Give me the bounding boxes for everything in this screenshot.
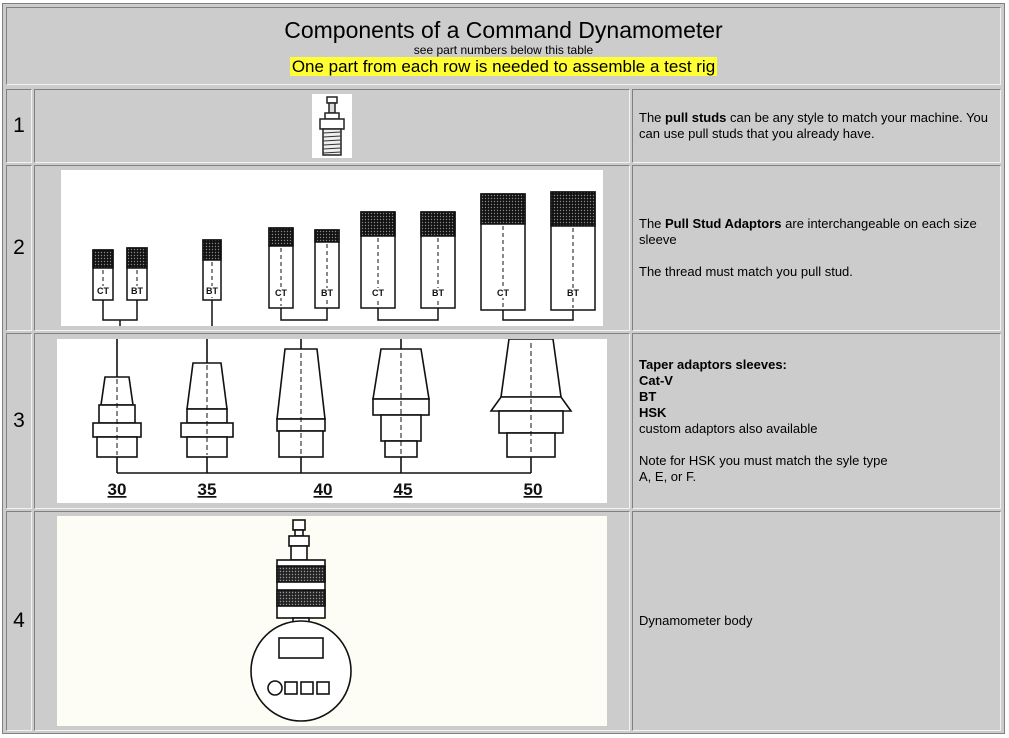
adaptor-label: BT [206, 286, 218, 296]
desc-text: The [639, 110, 666, 125]
row-number-text: 1 [13, 114, 25, 137]
image-cell: CT BT BT CT BT CT BT CT BT [34, 165, 630, 331]
taper-size-label: 30 [108, 480, 127, 499]
taper-size-label: 50 [524, 480, 543, 499]
desc-text: The thread must match you pull stud. [639, 264, 853, 279]
adaptor-label: BT [131, 286, 143, 296]
desc-bold: Pull Stud Adaptors [665, 216, 782, 231]
adaptor-label: CT [97, 286, 109, 296]
highlight-note: One part from each row is needed to asse… [289, 57, 718, 76]
description-cell: The Pull Stud Adaptors are interchangeab… [632, 165, 1001, 331]
desc-text: custom adaptors also available [639, 421, 818, 436]
description-cell: Dynamometer body [632, 511, 1001, 731]
table-header: Components of a Command Dynamometer see … [6, 7, 1001, 85]
adaptor-label: CT [275, 288, 287, 298]
row-number: 4 [6, 511, 32, 731]
dynamometer-body-image [57, 516, 607, 726]
taper-sleeves-image: 30 35 40 45 50 [57, 339, 607, 503]
row-number: 2 [6, 165, 32, 331]
desc-bold: HSK [639, 405, 667, 420]
desc-bold: Taper adaptors sleeves: [639, 357, 787, 372]
row-number-text: 2 [13, 236, 25, 259]
desc-text: are interchangeable on each size sleeve [639, 216, 977, 247]
taper-size-label: 40 [314, 480, 333, 499]
adaptor-label: BT [321, 288, 333, 298]
taper-size-label: 35 [198, 480, 217, 499]
image-cell: 30 35 40 45 50 [34, 333, 630, 509]
row-number-text: 4 [13, 609, 25, 632]
adaptor-label: CT [372, 288, 384, 298]
desc-text: Dynamometer body [639, 613, 753, 628]
description-cell: The pull studs can be any style to match… [632, 89, 1001, 163]
desc-text: Note for HSK you must match the syle typ… [639, 453, 888, 484]
page-title: Components of a Command Dynamometer [284, 17, 723, 43]
components-table: Components of a Command Dynamometer see … [2, 3, 1005, 734]
row-number: 1 [6, 89, 32, 163]
image-cell [34, 89, 630, 163]
subtitle: see part numbers below this table [413, 43, 594, 57]
desc-bold: BT [639, 389, 657, 404]
desc-text: can be any style to match your machine. … [639, 110, 989, 141]
pull-stud-image [312, 94, 352, 158]
adaptor-label: CT [497, 288, 509, 298]
desc-bold: Cat-V [639, 373, 673, 388]
desc-text: The [639, 216, 666, 231]
row-number: 3 [6, 333, 32, 509]
desc-bold: pull studs [665, 110, 727, 125]
description-cell: Taper adaptors sleeves: Cat-V BT HSK cus… [632, 333, 1001, 509]
adaptor-label: BT [567, 288, 579, 298]
row-number-text: 3 [13, 409, 25, 432]
taper-size-label: 45 [394, 480, 413, 499]
adaptor-label: BT [432, 288, 444, 298]
pull-stud-adaptors-image: CT BT BT CT BT CT BT CT BT [61, 170, 603, 326]
image-cell [34, 511, 630, 731]
